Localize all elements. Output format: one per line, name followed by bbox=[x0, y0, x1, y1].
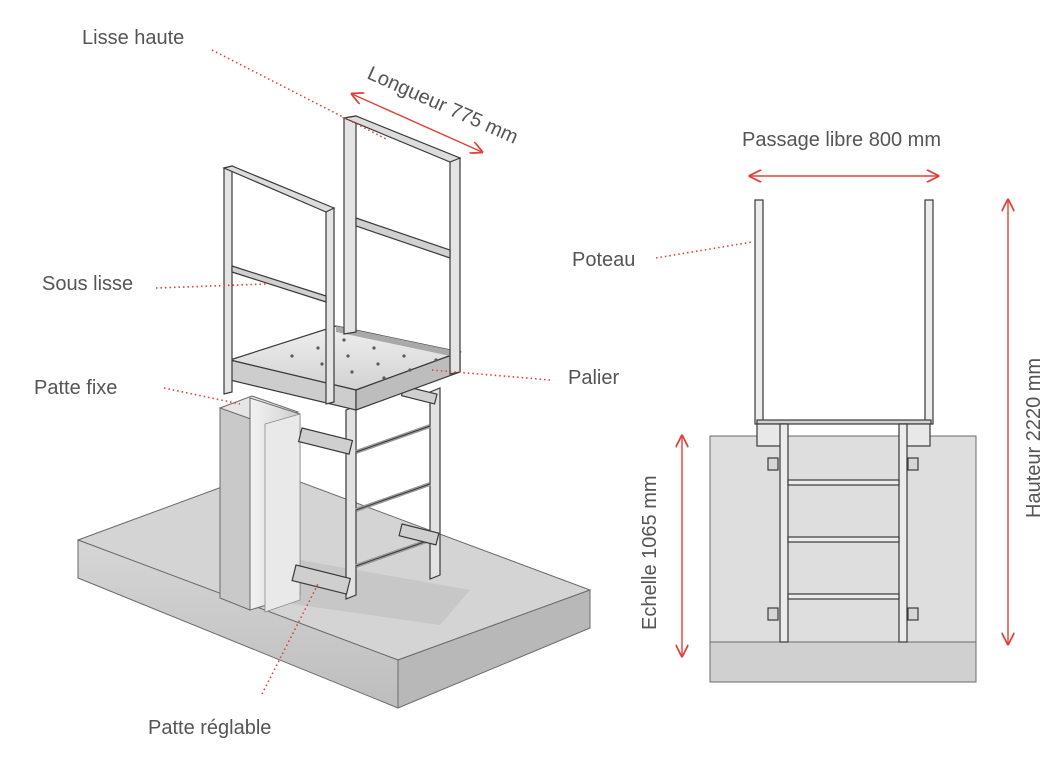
label-lisse-haute: Lisse haute bbox=[82, 27, 184, 49]
longueur-arrow bbox=[352, 94, 482, 152]
leader-palier bbox=[431, 369, 551, 381]
elevation-post-left bbox=[754, 199, 764, 425]
label-poteau: Poteau bbox=[572, 249, 635, 271]
iso-left-guardrail bbox=[222, 165, 336, 405]
label-patte-reglable: Patte réglable bbox=[148, 717, 271, 739]
label-sous-lisse: Sous lisse bbox=[42, 273, 133, 295]
leader-lisse-haute bbox=[211, 49, 389, 141]
dim-passage-libre: Passage libre 800 mm bbox=[742, 129, 941, 151]
dimension-arrows bbox=[352, 94, 1008, 656]
leader-lines bbox=[155, 49, 753, 695]
elevation-view bbox=[709, 199, 977, 683]
iso-view bbox=[76, 115, 592, 709]
leader-sous-lisse bbox=[155, 283, 267, 289]
label-palier: Palier bbox=[568, 367, 619, 389]
dim-echelle: Echelle 1065 mm bbox=[639, 475, 661, 630]
elevation-ladder bbox=[767, 423, 919, 643]
elevation-post-right bbox=[924, 199, 934, 425]
base-slab-side bbox=[397, 589, 591, 709]
leader-poteau bbox=[655, 241, 753, 259]
elevation-landing bbox=[756, 419, 932, 425]
dim-hauteur: Hauteur 2220 mm bbox=[1023, 358, 1045, 518]
wall-front bbox=[219, 397, 251, 611]
label-patte-fixe: Patte fixe bbox=[34, 377, 117, 399]
elevation-base bbox=[709, 641, 977, 683]
